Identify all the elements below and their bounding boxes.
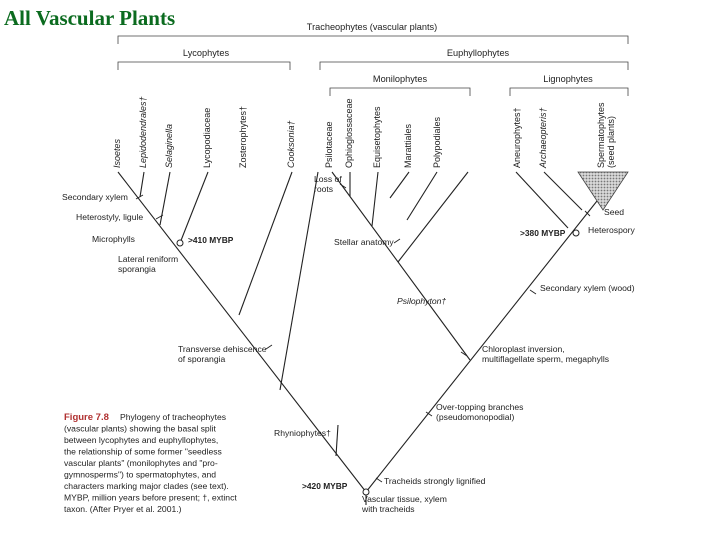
caption-line: Phylogeny of tracheophytes: [120, 412, 226, 422]
character-markers: [135, 183, 591, 483]
caption-text: Phylogeny of tracheophytes (vascular plan…: [64, 412, 237, 514]
group-brackets: [117, 35, 629, 96]
mybp-410-label: >410 MYBP: [188, 235, 234, 245]
taxon-label: Marattiales: [403, 123, 413, 168]
taxon-label: Zosterophytes†: [238, 106, 248, 168]
caption-line: gymnosperms") to spermatophytes, and: [64, 470, 216, 480]
taxon-label: Spermatophytes(seed plants): [596, 102, 616, 168]
tree-branches: [117, 171, 621, 505]
secondary-xylem-wood-label: Secondary xylem (wood): [540, 283, 635, 293]
chloroplast-inversion-label: Chloroplast inversion,multiflagellate sp…: [482, 344, 609, 364]
tracheids-lignified-label: Tracheids strongly lignified: [384, 476, 486, 486]
node-410: [176, 239, 184, 247]
taxon-label: Ophioglossaceae: [344, 98, 354, 168]
taxon-label: Equisetophytes: [372, 106, 382, 168]
character-labels: Secondary xylem Heterostyly, ligule Micr…: [62, 174, 636, 514]
caption-line: vascular plants" (monilophytes and "pro-: [64, 458, 218, 468]
caption-line: characters marking major clades (see tex…: [64, 481, 229, 491]
taxon-label: Lepidodendrales†: [138, 96, 148, 168]
caption-line: the relationship of some former "seedles…: [64, 447, 222, 457]
taxon-label: Psilotaceae: [324, 121, 334, 168]
taxon-label: Archaeopteris†: [538, 107, 548, 169]
lignophytes-label: Lignophytes: [543, 74, 593, 84]
heterospory-label: Heterospory: [588, 225, 636, 235]
caption-line: MYBP, million years before present; †, e…: [64, 493, 237, 503]
taxon-label: Isoetes: [112, 138, 122, 168]
seed-label: Seed: [604, 207, 624, 217]
heterostyly-ligule-label: Heterostyly, ligule: [76, 212, 143, 222]
figure-label: Figure 7.8: [64, 412, 109, 423]
over-topping-label: Over-topping branches(pseudomonopodial): [436, 402, 523, 422]
taxon-label: Selaginella: [164, 124, 174, 168]
psilophyton-label: Psilophyton†: [397, 296, 446, 306]
node-380: [572, 229, 580, 237]
euphyllophytes-label: Euphyllophytes: [447, 48, 510, 58]
caption-line: taxon. (After Pryer et al. 2001.): [64, 504, 182, 514]
caption-line: between lycophytes and euphyllophytes,: [64, 435, 218, 445]
monilophytes-label: Monilophytes: [373, 74, 428, 84]
seed-plants-clade-triangle: [577, 171, 629, 211]
secondary-xylem-label: Secondary xylem: [62, 192, 128, 202]
slide-title: All Vascular Plants: [4, 6, 176, 30]
mybp-380-label: >380 MYBP: [520, 228, 566, 238]
rhyniophytes-label: Rhyniophytes†: [274, 428, 331, 438]
figure-caption: Figure 7.8 Phylogeny of tracheophytes (va…: [64, 412, 237, 514]
caption-line: (vascular plants) showing the basal spli…: [64, 424, 217, 434]
taxon-label: Aneurophytes†: [512, 107, 522, 168]
taxon-label: Polypodiales: [432, 116, 442, 168]
lycophytes-label: Lycophytes: [183, 48, 230, 58]
tracheophytes-label: Tracheophytes (vascular plants): [307, 22, 437, 32]
taxon-label: Lycopodiaceae: [202, 108, 212, 168]
taxon-label: Cooksonia†: [286, 120, 296, 168]
node-420: [362, 488, 370, 496]
taxa-labels: Isoetes Lepidodendrales† Selaginella Lycopo…: [112, 96, 616, 169]
microphylls-label: Microphylls: [92, 234, 135, 244]
mybp-420-label: >420 MYBP: [302, 481, 348, 491]
stellar-anatomy-label: Stellar anatomy: [334, 237, 394, 247]
